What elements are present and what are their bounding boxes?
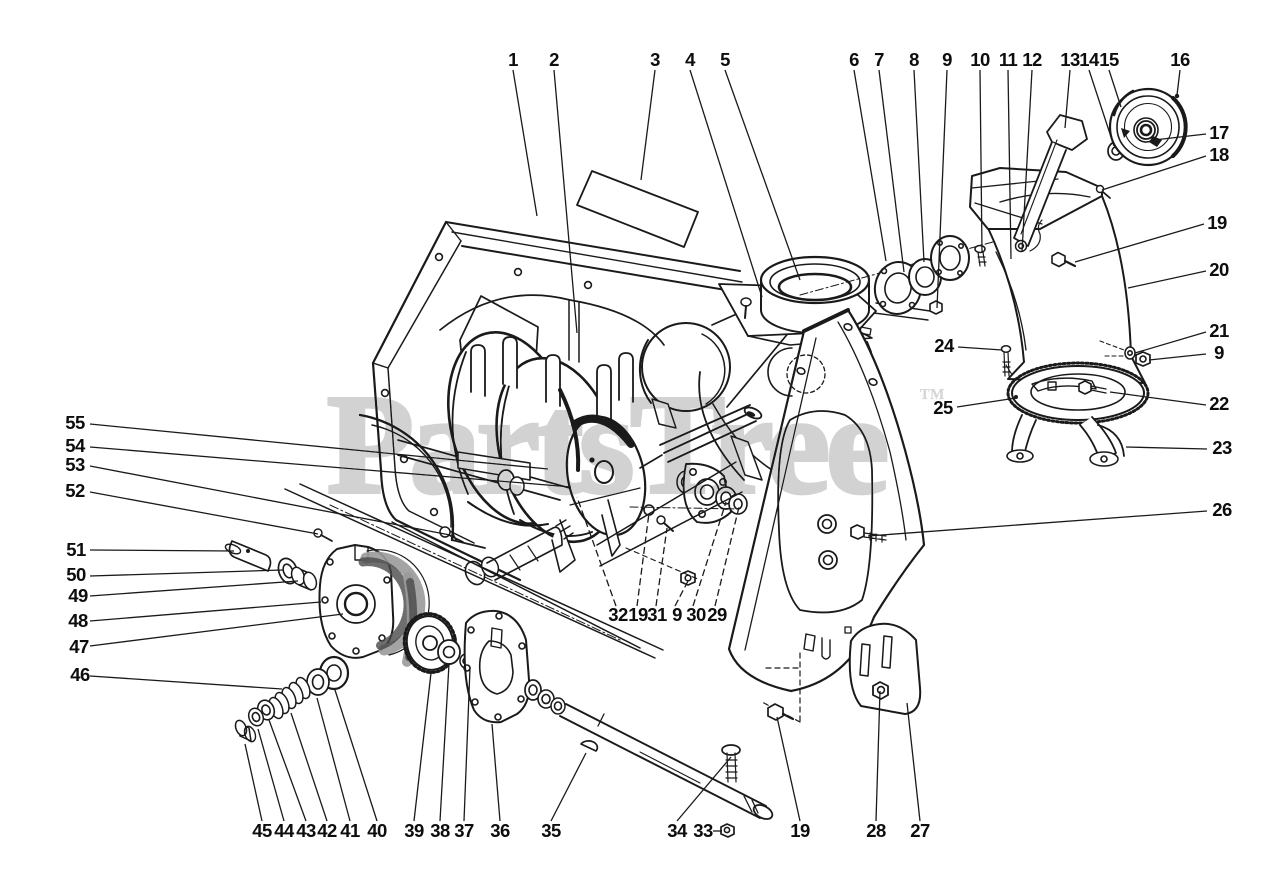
svg-text:28: 28: [866, 820, 886, 841]
svg-text:22: 22: [1209, 393, 1229, 414]
svg-text:50: 50: [66, 564, 86, 585]
svg-text:55: 55: [65, 412, 85, 433]
svg-text:21: 21: [1209, 320, 1229, 341]
svg-text:20: 20: [1209, 259, 1229, 280]
svg-text:9: 9: [1214, 342, 1224, 363]
svg-text:24: 24: [934, 335, 955, 356]
svg-text:42: 42: [317, 820, 337, 841]
svg-text:30: 30: [686, 604, 706, 625]
svg-text:27: 27: [910, 820, 930, 841]
svg-text:34: 34: [667, 820, 688, 841]
svg-text:16: 16: [1170, 49, 1190, 70]
svg-text:7: 7: [874, 49, 884, 70]
svg-text:9: 9: [942, 49, 952, 70]
svg-text:43: 43: [296, 820, 316, 841]
svg-text:19: 19: [628, 604, 648, 625]
svg-text:™: ™: [919, 383, 945, 412]
svg-text:14: 14: [1079, 49, 1100, 70]
svg-text:15: 15: [1099, 49, 1119, 70]
svg-text:39: 39: [404, 820, 424, 841]
svg-text:37: 37: [454, 820, 474, 841]
svg-text:18: 18: [1209, 144, 1229, 165]
svg-text:46: 46: [70, 664, 90, 685]
svg-text:10: 10: [970, 49, 990, 70]
svg-text:17: 17: [1209, 122, 1229, 143]
svg-text:33: 33: [693, 820, 713, 841]
svg-text:35: 35: [541, 820, 561, 841]
svg-text:45: 45: [252, 820, 272, 841]
svg-text:3: 3: [650, 49, 660, 70]
svg-text:40: 40: [367, 820, 387, 841]
svg-text:53: 53: [65, 454, 85, 475]
svg-text:4: 4: [685, 49, 696, 70]
svg-text:54: 54: [65, 435, 86, 456]
svg-text:51: 51: [66, 539, 86, 560]
svg-text:6: 6: [849, 49, 859, 70]
svg-text:31: 31: [647, 604, 667, 625]
svg-text:29: 29: [707, 604, 727, 625]
svg-text:32: 32: [608, 604, 628, 625]
svg-text:48: 48: [68, 610, 88, 631]
svg-text:5: 5: [720, 49, 730, 70]
svg-text:8: 8: [909, 49, 919, 70]
svg-text:47: 47: [69, 636, 89, 657]
svg-text:36: 36: [490, 820, 510, 841]
svg-text:49: 49: [68, 585, 88, 606]
svg-text:19: 19: [790, 820, 810, 841]
svg-text:1: 1: [508, 49, 518, 70]
svg-text:44: 44: [274, 820, 295, 841]
svg-text:11: 11: [999, 49, 1018, 70]
svg-text:26: 26: [1212, 499, 1232, 520]
svg-text:25: 25: [933, 397, 953, 418]
svg-text:19: 19: [1207, 212, 1227, 233]
svg-text:2: 2: [549, 49, 559, 70]
svg-text:9: 9: [672, 604, 682, 625]
svg-text:12: 12: [1022, 49, 1042, 70]
svg-text:52: 52: [65, 480, 85, 501]
svg-text:23: 23: [1212, 437, 1232, 458]
svg-text:38: 38: [430, 820, 450, 841]
svg-text:PartsTree: PartsTree: [327, 365, 886, 523]
svg-text:41: 41: [340, 820, 360, 841]
svg-text:13: 13: [1060, 49, 1080, 70]
